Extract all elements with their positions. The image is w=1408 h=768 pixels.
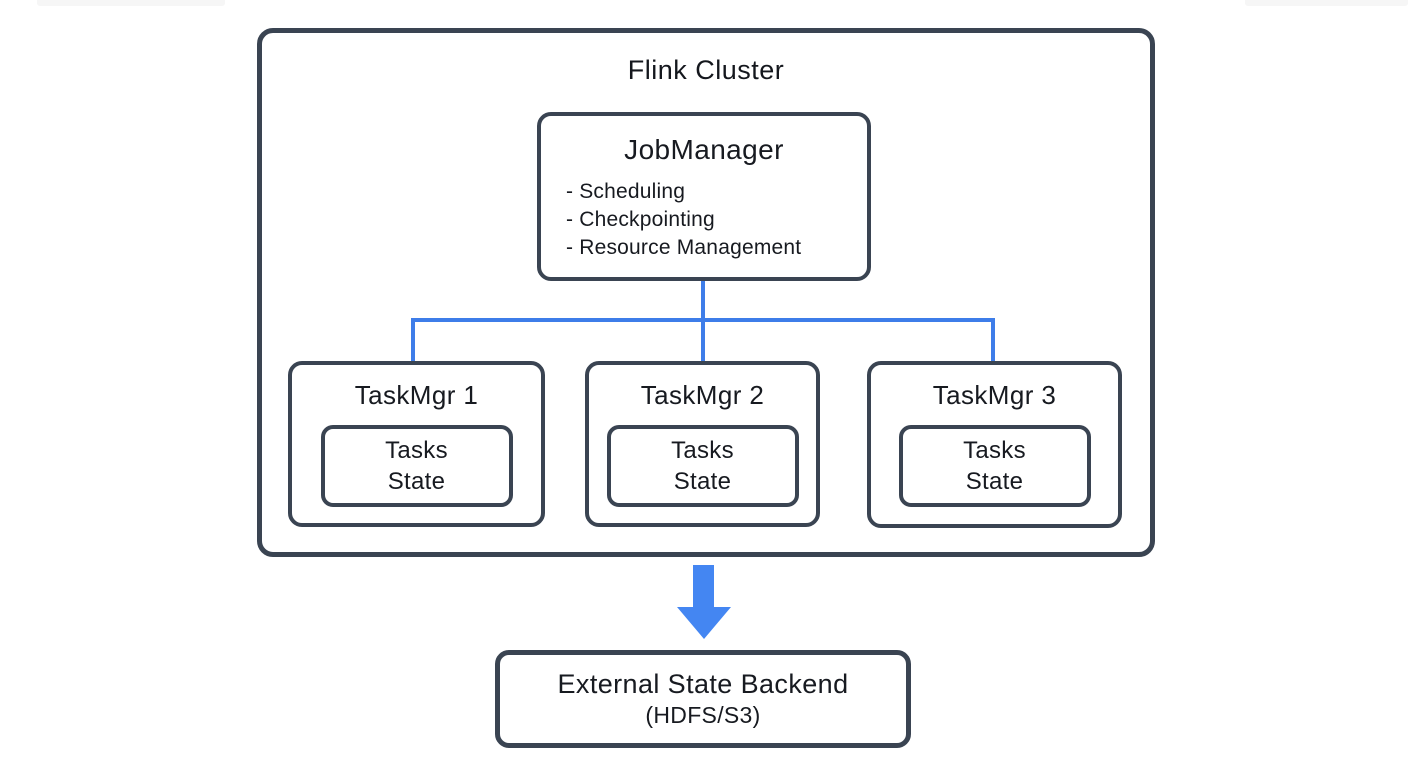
external-state-backend-box: External State Backend (HDFS/S3): [495, 650, 911, 748]
down-arrow-head-icon: [677, 607, 731, 639]
connector-taskmgr1-drop: [411, 318, 415, 361]
taskmgr-2-tasks-label: Tasks: [671, 437, 734, 464]
taskmgr-2-box: TaskMgr 2 Tasks State: [585, 361, 820, 527]
flink-cluster-box: Flink Cluster JobManager - Scheduling - …: [257, 28, 1155, 557]
jobmanager-title: JobManager: [624, 134, 784, 165]
taskmgr-3-box: TaskMgr 3 Tasks State: [867, 361, 1122, 528]
connector-taskmgr3-drop: [991, 318, 995, 361]
jobmanager-responsibility-scheduling: - Scheduling: [566, 180, 686, 203]
taskmgr-2-title: TaskMgr 2: [640, 380, 765, 410]
connector-horizontal: [411, 318, 995, 322]
top-edge-artifact-right: [1245, 0, 1408, 6]
external-backend-title: External State Backend: [557, 669, 849, 699]
taskmgr-2-tasks-state-box: Tasks State: [606, 425, 799, 507]
taskmgr-3-title: TaskMgr 3: [932, 380, 1057, 410]
taskmgr-2-state-label: State: [673, 468, 732, 495]
taskmgr-3-state-label: State: [965, 468, 1024, 495]
taskmgr-1-title: TaskMgr 1: [354, 380, 479, 410]
taskmgr-1-tasks-state-box: Tasks State: [320, 425, 513, 507]
down-arrow-icon: [693, 565, 714, 609]
taskmgr-1-tasks-label: Tasks: [385, 437, 448, 464]
jobmanager-box: JobManager - Scheduling - Checkpointing …: [537, 112, 871, 281]
taskmgr-3-tasks-label: Tasks: [963, 437, 1026, 464]
taskmgr-1-state-label: State: [387, 468, 446, 495]
jobmanager-responsibility-checkpointing: - Checkpointing: [566, 208, 715, 231]
top-edge-artifact-left: [37, 0, 225, 6]
taskmgr-3-tasks-state-box: Tasks State: [898, 425, 1091, 507]
cluster-title: Flink Cluster: [627, 55, 785, 85]
external-backend-subtitle: (HDFS/S3): [645, 702, 761, 728]
taskmgr-1-box: TaskMgr 1 Tasks State: [288, 361, 545, 527]
jobmanager-responsibility-resource-management: - Resource Management: [566, 236, 802, 259]
jobmanager-responsibilities: - Scheduling - Checkpointing - Resource …: [541, 178, 867, 262]
